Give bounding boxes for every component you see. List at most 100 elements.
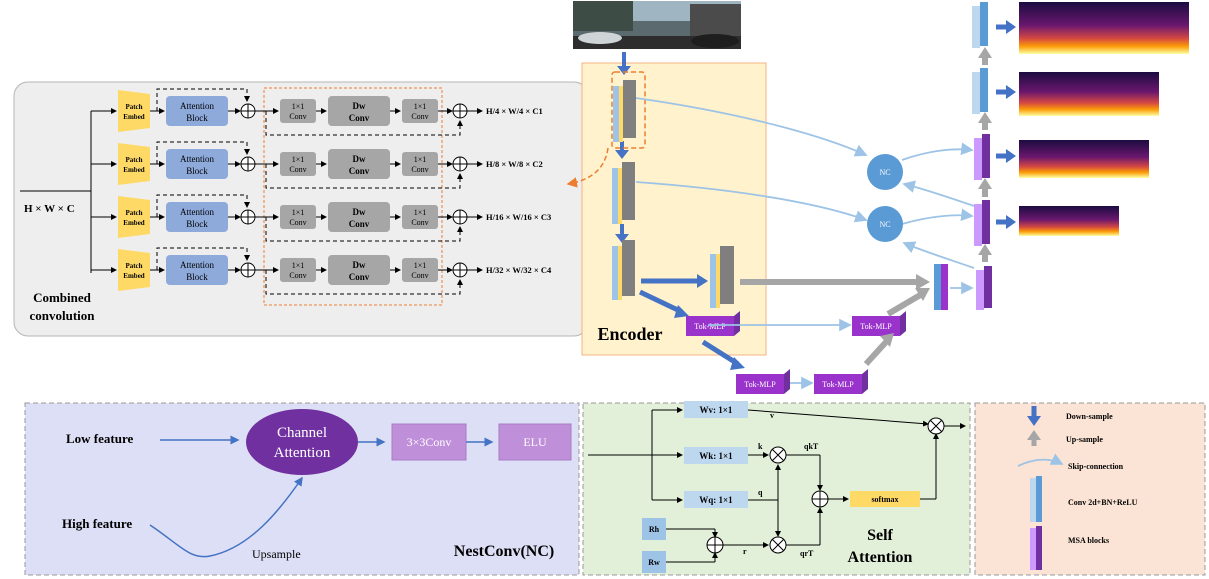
conv1x1-label: Conv [289,165,306,174]
conv1x1-label: 1×1 [414,261,427,270]
combined-row-3: PatchEmbedAttentionBlock1×1ConvDwConv1×1… [91,194,551,242]
patch-embed-label: Patch [125,262,142,270]
encoder-blocks [611,71,734,308]
conv1x1-block [402,258,438,282]
upsample-arrows [740,47,992,367]
conv1x1-block [280,258,316,282]
legend-conv-label: Conv 2d+BN+ReLU [1068,498,1138,507]
combined-row-1: PatchEmbedAttentionBlock1×1ConvDwConv1×1… [91,88,543,136]
legend-skip-label: Skip-connection [1068,462,1124,471]
bottleneck-block [934,264,948,310]
tok-mlp-label: Tok-MLP [744,380,776,389]
dwconv-label: Dw [353,154,366,164]
nc-label: NC [879,220,890,229]
conv1x1-label: Conv [289,271,306,280]
channel-attention-line2: Attention [274,445,331,461]
encoder-label: Encoder [598,324,663,344]
q-label: q [758,488,763,497]
decoder-blocks [972,2,992,310]
patch-embed-label: Patch [125,156,142,164]
conv1x1-label: 1×1 [292,155,305,164]
output-size-label: H/4 × W/4 × C1 [486,106,543,116]
conv1x1-block [280,152,316,176]
conv1x1-label: 1×1 [292,261,305,270]
channel-attention-node [246,409,358,475]
tok-mlp-blocks: Tok-MLP Tok-MLP Tok-MLP Tok-MLP [686,311,906,394]
nc-label: NC [879,168,890,177]
conv1x1-label: Conv [411,271,428,280]
conv1x1-label: Conv [411,112,428,121]
highlight-dashed-box [611,71,646,149]
output-size-label: H/16 × W/16 × C3 [486,212,551,222]
output-arrows [996,20,1016,229]
legend-up-label: Up-sample [1066,435,1103,444]
attention-block-label: Attention [180,154,214,164]
self-attention-panel: Wv: 1×1 Wk: 1×1 Wq: 1×1 v k q qkT qrT so… [582,401,971,576]
depth-map-4 [1019,206,1119,236]
conv1x1-label: Conv [411,165,428,174]
depth-map-3 [1019,140,1149,178]
softmax-label: softmax [871,495,898,504]
encoder-panel: Encoder [581,62,767,356]
output-size-label: H/32 × W/32 × C4 [486,265,552,275]
conv1x1-label: Conv [289,218,306,227]
input-image [573,1,741,49]
attention-block [166,149,228,179]
attention-block-label: Attention [180,207,214,217]
combined-row-4: PatchEmbedAttentionBlock1×1ConvDwConv1×1… [91,247,552,295]
patch-embed-block [118,249,150,291]
wk-label: Wk: 1×1 [699,451,733,461]
patch-embed-label: Embed [123,272,145,280]
dwconv-block [328,149,390,179]
conv1x1-label: 1×1 [414,155,427,164]
tok-mlp-label: Tok-MLP [822,380,854,389]
dwconv-label: Dw [353,207,366,217]
nc-node-2: NC [867,206,903,242]
self-attention-title-line1: Self [867,527,893,544]
elu-node [498,423,572,461]
skip-connections [635,97,975,390]
dwconv-label: Dw [353,101,366,111]
depth-map-outputs [1019,2,1189,236]
zoom-connector [566,147,609,188]
attention-block-label: Block [186,166,208,176]
combined-title-line2: convolution [29,308,95,323]
depth-map-2 [1019,72,1159,116]
dwconv-label: Conv [349,272,370,282]
input-size-label: H × W × C [24,203,75,215]
self-attention-title-line2: Attention [848,549,913,566]
dwconv-block [328,202,390,232]
attention-block-label: Block [186,113,208,123]
dwconv-block [328,96,390,126]
patch-embed-block [118,196,150,238]
tok-mlp-3: Tok-MLP [736,369,790,394]
combined-title-line1: Combined [33,290,92,305]
dwconv-label: Conv [349,166,370,176]
nc-node-1: NC [867,154,903,190]
attention-block [166,202,228,232]
attention-block-label: Attention [180,260,214,270]
patch-embed-label: Embed [123,166,145,174]
patch-embed-label: Embed [123,219,145,227]
conv1x1-label: 1×1 [414,208,427,217]
patch-embed-label: Patch [125,209,142,217]
dwconv-label: Dw [353,260,366,270]
rh-label: Rh [649,525,660,534]
k-label: k [758,442,763,451]
high-feature-label: High feature [62,516,132,531]
combined-convolution-panel: H × W × C Combined convolution PatchEmbe… [13,81,589,337]
low-feature-label: Low feature [66,431,134,446]
tok-mlp-2: Tok-MLP [852,311,906,336]
conv-region-outline [263,87,443,306]
output-size-label: H/8 × W/8 × C2 [486,159,543,169]
wq-label: Wq: 1×1 [699,495,733,505]
attention-block-label: Attention [180,101,214,111]
nestconv-title: NestConv(NC) [454,543,554,560]
attention-block-label: Block [186,272,208,282]
nestconv-panel: Low feature High feature Upsample Channe… [24,402,580,576]
tok-mlp-label: Tok-MLP [694,322,726,331]
patch-embed-block [118,90,150,132]
conv1x1-block [402,205,438,229]
conv1x1-block [402,152,438,176]
